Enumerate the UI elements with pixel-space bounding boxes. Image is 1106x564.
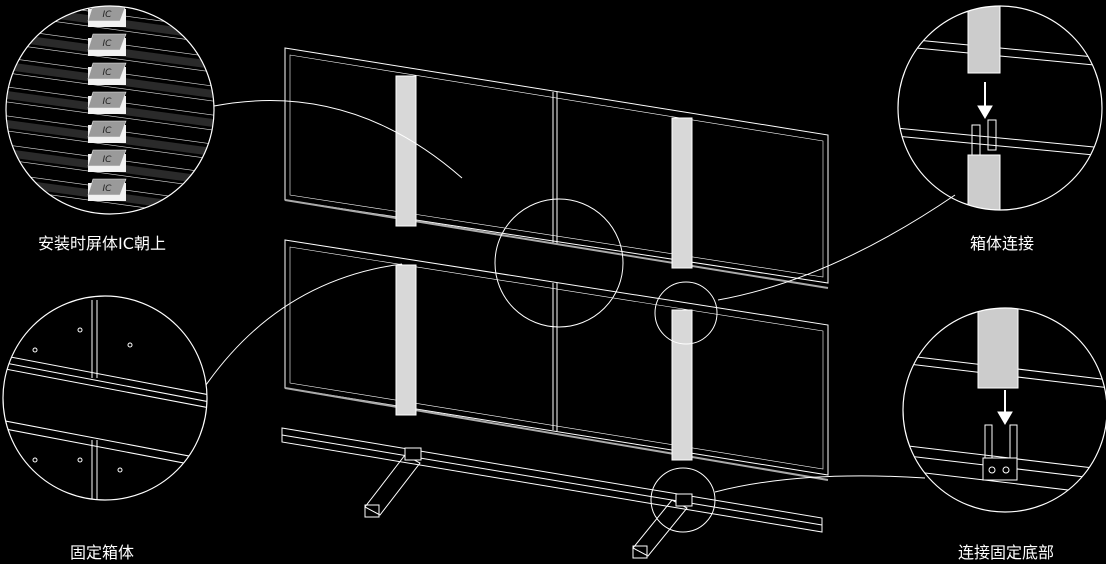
ic-chip-label: IC	[103, 155, 113, 165]
ic-chip-label: IC	[103, 10, 113, 20]
callout-circle	[2, 295, 208, 501]
callout-ic-chips: IC IC IC IC IC IC IC	[6, 6, 214, 214]
column	[671, 117, 693, 269]
ic-chip: IC	[87, 6, 127, 27]
callout-label-fix-cabinet: 固定箱体	[69, 543, 135, 562]
ic-chip-label: IC	[103, 68, 113, 78]
base-rail	[281, 427, 823, 559]
connecting-columns	[395, 75, 693, 461]
column	[671, 309, 693, 461]
arrow-down-icon	[977, 105, 993, 119]
arrow-down-icon	[997, 411, 1013, 425]
ic-chip: IC	[87, 62, 127, 85]
detail-circle-cabinet-connection	[654, 281, 718, 345]
upper-cabinet-row	[284, 47, 829, 289]
callout-circle	[902, 307, 1106, 513]
callout-fix-cabinet	[3, 300, 207, 500]
callout-cabinet-connection	[898, 6, 1102, 210]
ic-chip-label: IC	[103, 126, 113, 136]
ic-chip: IC	[87, 178, 127, 201]
ic-chip-label: IC	[103, 184, 113, 194]
detail-circle-base	[650, 467, 716, 533]
detail-circle-ic	[494, 198, 624, 328]
ic-chip-label: IC	[103, 97, 113, 107]
callout-label-cabinet-connection: 箱体连接	[969, 234, 1035, 253]
callout-circle	[897, 5, 1103, 211]
ic-chip: IC	[87, 91, 127, 114]
ic-chip: IC	[87, 33, 127, 56]
column	[395, 264, 417, 416]
callout-circle	[5, 5, 215, 215]
ic-chip-label: IC	[103, 39, 113, 49]
ic-chip: IC	[87, 149, 127, 172]
lower-cabinet-row	[284, 239, 829, 481]
callout-label-ic-up: 安装时屏体IC朝上	[38, 234, 166, 253]
leader-lines	[205, 100, 956, 493]
callout-label-base-connection: 连接固定底部	[957, 543, 1055, 562]
column	[395, 75, 417, 227]
ic-chip: IC	[87, 120, 127, 143]
